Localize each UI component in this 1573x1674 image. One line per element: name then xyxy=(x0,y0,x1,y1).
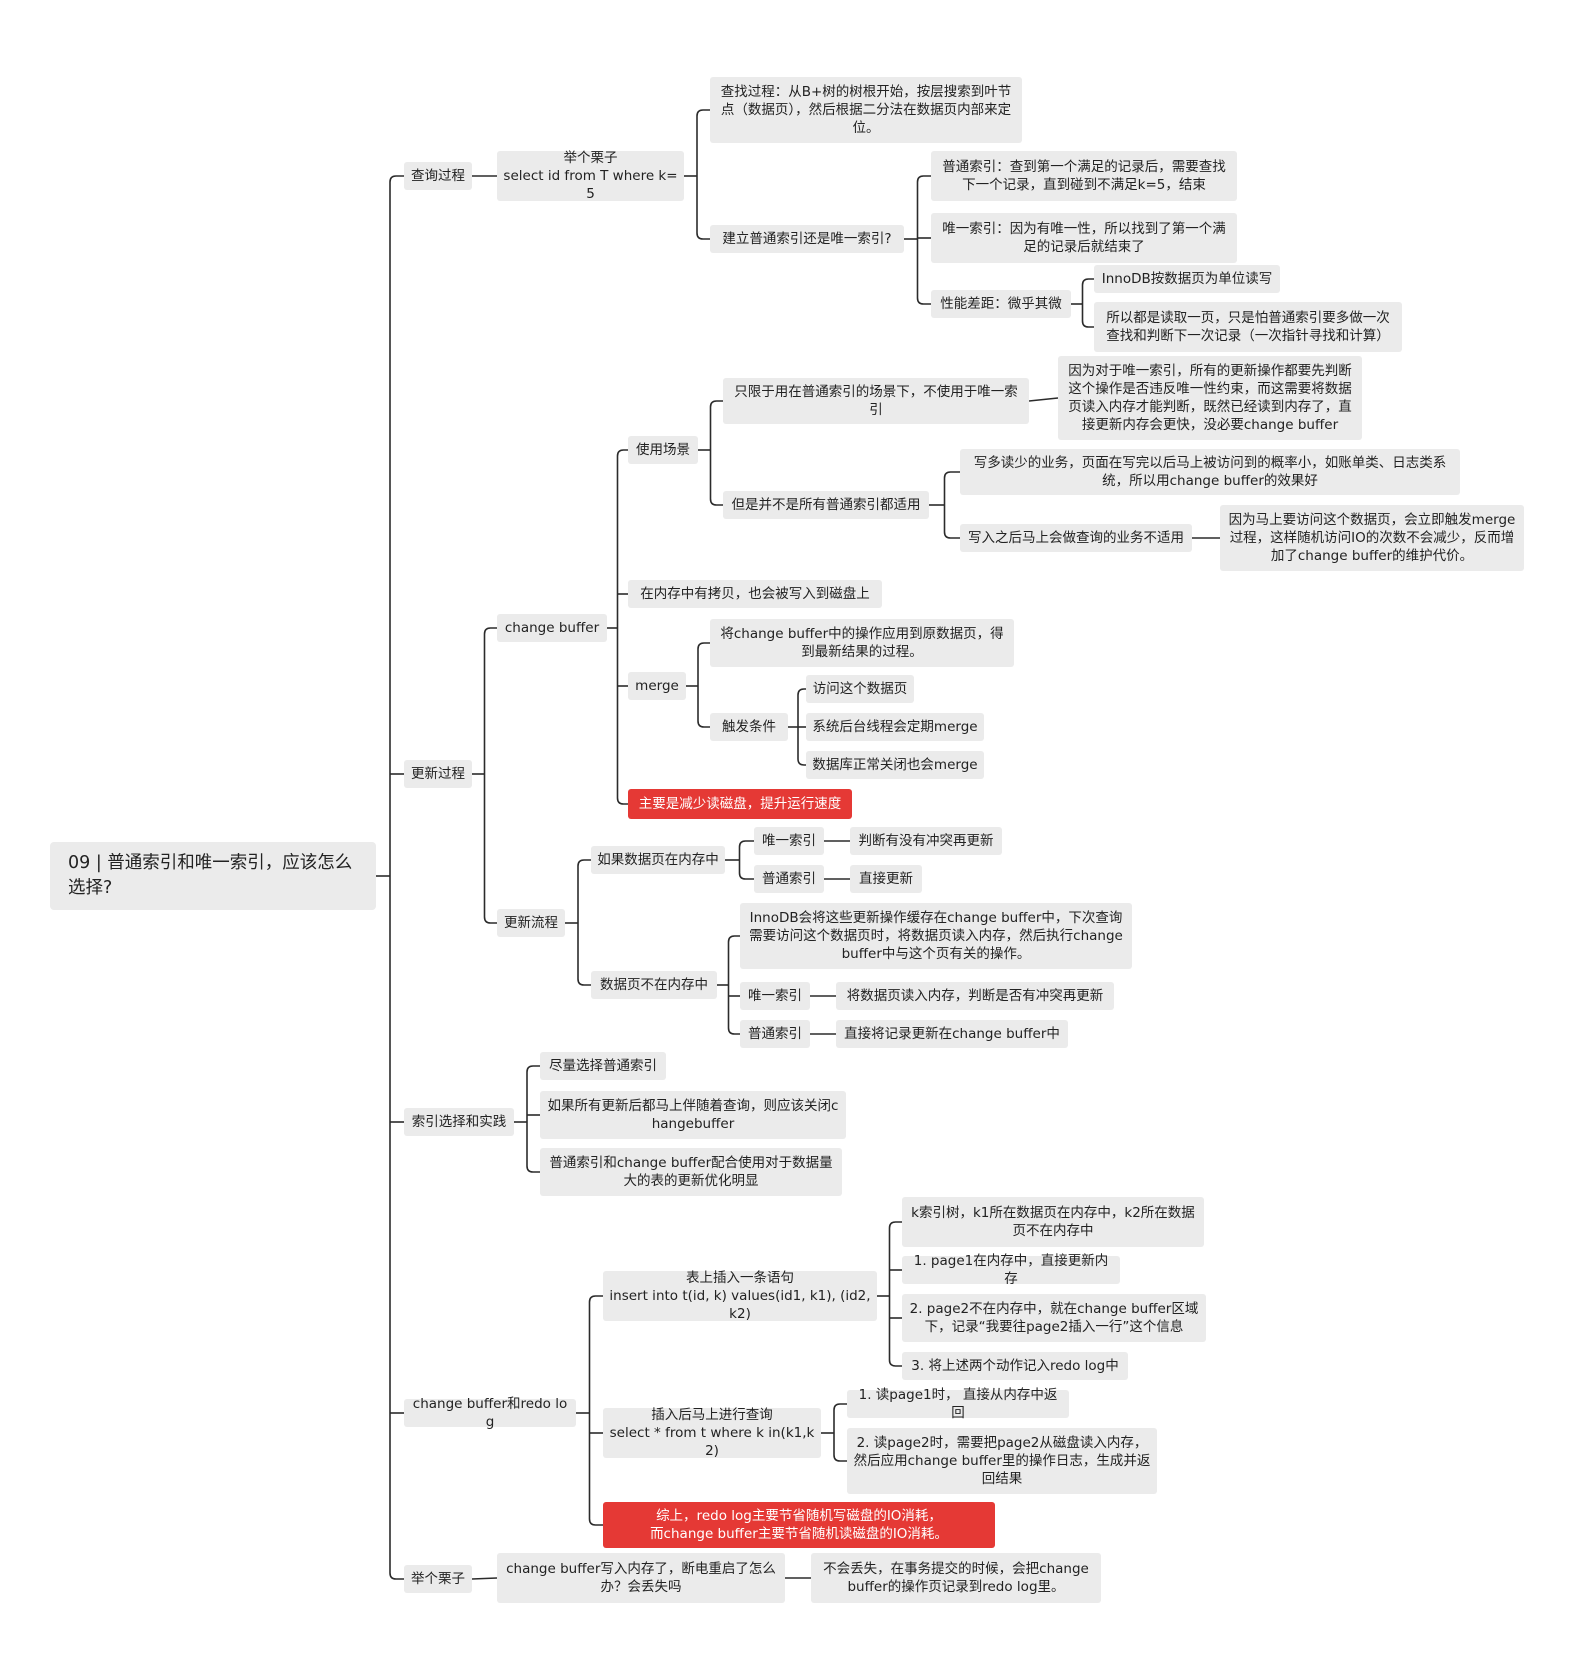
node-flow[interactable]: 更新流程 xyxy=(497,909,565,937)
node-root[interactable]: 09 | 普通索引和唯一索引，应该怎么选择? xyxy=(50,842,376,910)
node-q-unique[interactable]: 唯一索引：因为有唯一性，所以找到了第一个满足的记录后就结束了 xyxy=(931,213,1237,263)
node-merge-cost[interactable]: 因为马上要访问这个数据页，会立即触发merge过程，这样随机访问IO的次数不会减… xyxy=(1220,505,1524,571)
connector-redo xyxy=(576,1295,603,1526)
node-q-onemore[interactable]: 所以都是读取一页，只是怕普通索引要多做一次查找和判断下一次记录（一次指针寻找和计… xyxy=(1094,302,1402,352)
node-ins4[interactable]: 3. 将上述两个动作记入redo log中 xyxy=(902,1352,1128,1380)
node-in-mem[interactable]: 如果数据页在内存中 xyxy=(591,846,725,874)
connector-in-mem xyxy=(725,840,754,880)
node-summary[interactable]: 综上，redo log主要节省随机写磁盘的IO消耗，而change buffer… xyxy=(603,1502,995,1548)
node-ins2[interactable]: 1. page1在内存中，直接更新内存 xyxy=(902,1253,1120,1287)
node-nm-desc[interactable]: InnoDB会将这些更新操作缓存在change buffer中，下次查询需要访问… xyxy=(740,903,1132,969)
connector-merge xyxy=(686,642,710,728)
connector-q-eg xyxy=(684,109,710,240)
node-q[interactable]: 查询过程 xyxy=(404,162,472,190)
node-im-n[interactable]: 普通索引 xyxy=(754,865,824,893)
node-trigger[interactable]: 触发条件 xyxy=(710,713,788,741)
node-eg-a[interactable]: 不会丢失，在事务提交的时候，会把change buffer的操作页记录到redo… xyxy=(811,1553,1101,1603)
node-im-u-d[interactable]: 判断有没有冲突再更新 xyxy=(850,827,1002,855)
node-not-all[interactable]: 但是并不是所有普通索引都适用 xyxy=(723,491,929,519)
node-ins1[interactable]: k索引树，k1所在数据页在内存中，k2所在数据页不在内存中 xyxy=(902,1197,1204,1247)
node-ins3[interactable]: 2. page2不在内存中，就在change buffer区域下，记录“我要往p… xyxy=(902,1294,1206,1342)
connector-scene xyxy=(698,400,723,506)
node-q-choose[interactable]: 建立普通索引还是唯一索引? xyxy=(710,225,904,253)
connector-flow xyxy=(565,859,591,986)
node-q-search[interactable]: 查找过程：从B+树的树根开始，按层搜索到叶节点（数据页），然后根据二分法在数据页… xyxy=(710,77,1022,143)
node-u[interactable]: 更新过程 xyxy=(404,760,472,788)
node-p3[interactable]: 普通索引和change buffer配合使用对于数据量大的表的更新优化明显 xyxy=(540,1148,842,1196)
connector-u xyxy=(472,627,497,924)
node-q-perf[interactable]: 性能差距：微乎其微 xyxy=(931,290,1071,318)
node-eg[interactable]: 举个栗子 xyxy=(404,1565,472,1593)
node-unique-reason[interactable]: 因为对于唯一索引，所有的更新操作都要先判断这个操作是否违反唯一性约束，而这需要将… xyxy=(1058,356,1362,440)
node-im-u[interactable]: 唯一索引 xyxy=(754,827,824,855)
node-not-mem[interactable]: 数据页不在内存中 xyxy=(591,971,717,999)
node-redo[interactable]: change buffer和redo log xyxy=(404,1396,576,1430)
node-only-normal[interactable]: 只限于用在普通索引的场景下，不使用于唯一索引 xyxy=(723,378,1029,424)
connector-cb xyxy=(607,449,628,805)
connector-not-mem xyxy=(717,935,740,1035)
connector-not-all xyxy=(929,471,960,539)
node-p2[interactable]: 如果所有更新后都马上伴随着查询，则应该关闭changebuffer xyxy=(540,1091,846,1139)
node-nm-n[interactable]: 普通索引 xyxy=(740,1020,810,1048)
node-q-normal[interactable]: 普通索引：查到第一个满足的记录后，需要查找下一个记录，直到碰到不满足k=5，结束 xyxy=(931,151,1237,201)
node-cb[interactable]: change buffer xyxy=(497,614,607,642)
node-t3[interactable]: 数据库正常关闭也会merge xyxy=(806,751,984,779)
connector-eg xyxy=(471,1577,498,1580)
node-im-n-d[interactable]: 直接更新 xyxy=(850,865,922,893)
node-scene[interactable]: 使用场景 xyxy=(628,436,698,464)
connector-sel xyxy=(821,1403,847,1462)
node-t1[interactable]: 访问这个数据页 xyxy=(806,675,914,703)
node-nm-u[interactable]: 唯一索引 xyxy=(740,982,810,1010)
node-merge-def[interactable]: 将change buffer中的操作应用到原数据页，得到最新结果的过程。 xyxy=(710,619,1014,667)
node-eg-q[interactable]: change buffer写入内存了，断电重启了怎么办？会丢失吗 xyxy=(497,1553,785,1603)
node-p1[interactable]: 尽量选择普通索引 xyxy=(540,1052,666,1080)
node-practice[interactable]: 索引选择和实践 xyxy=(404,1108,514,1136)
connector-practice xyxy=(514,1065,540,1173)
node-nm-u-d[interactable]: 将数据页读入内存，判断是否有冲突再更新 xyxy=(836,982,1114,1010)
node-merge[interactable]: merge xyxy=(628,672,686,700)
node-sel2[interactable]: 2. 读page2时，需要把page2从磁盘读入内存，然后应用change bu… xyxy=(847,1428,1157,1494)
connector-only-normal xyxy=(1028,397,1059,402)
node-sel1[interactable]: 1. 读page1时， 直接从内存中返回 xyxy=(847,1387,1069,1421)
node-write-read[interactable]: 写入之后马上会做查询的业务不适用 xyxy=(960,524,1192,552)
node-t2[interactable]: 系统后台线程会定期merge xyxy=(806,713,984,741)
connector-q-choose xyxy=(904,175,931,305)
connector-ins xyxy=(877,1221,902,1367)
node-nm-n-d[interactable]: 直接将记录更新在change buffer中 xyxy=(836,1020,1068,1048)
connector-q-perf xyxy=(1071,278,1094,328)
node-cb-main[interactable]: 主要是减少读磁盘，提升运行速度 xyxy=(628,789,852,819)
node-q-page[interactable]: InnoDB按数据页为单位读写 xyxy=(1094,265,1280,293)
connector-trigger xyxy=(788,688,806,766)
connector-root xyxy=(376,175,404,1580)
node-persist[interactable]: 在内存中有拷贝，也会被写入到磁盘上 xyxy=(628,580,882,608)
node-write-more[interactable]: 写多读少的业务，页面在写完以后马上被访问到的概率小，如账单类、日志类系统，所以用… xyxy=(960,449,1460,495)
